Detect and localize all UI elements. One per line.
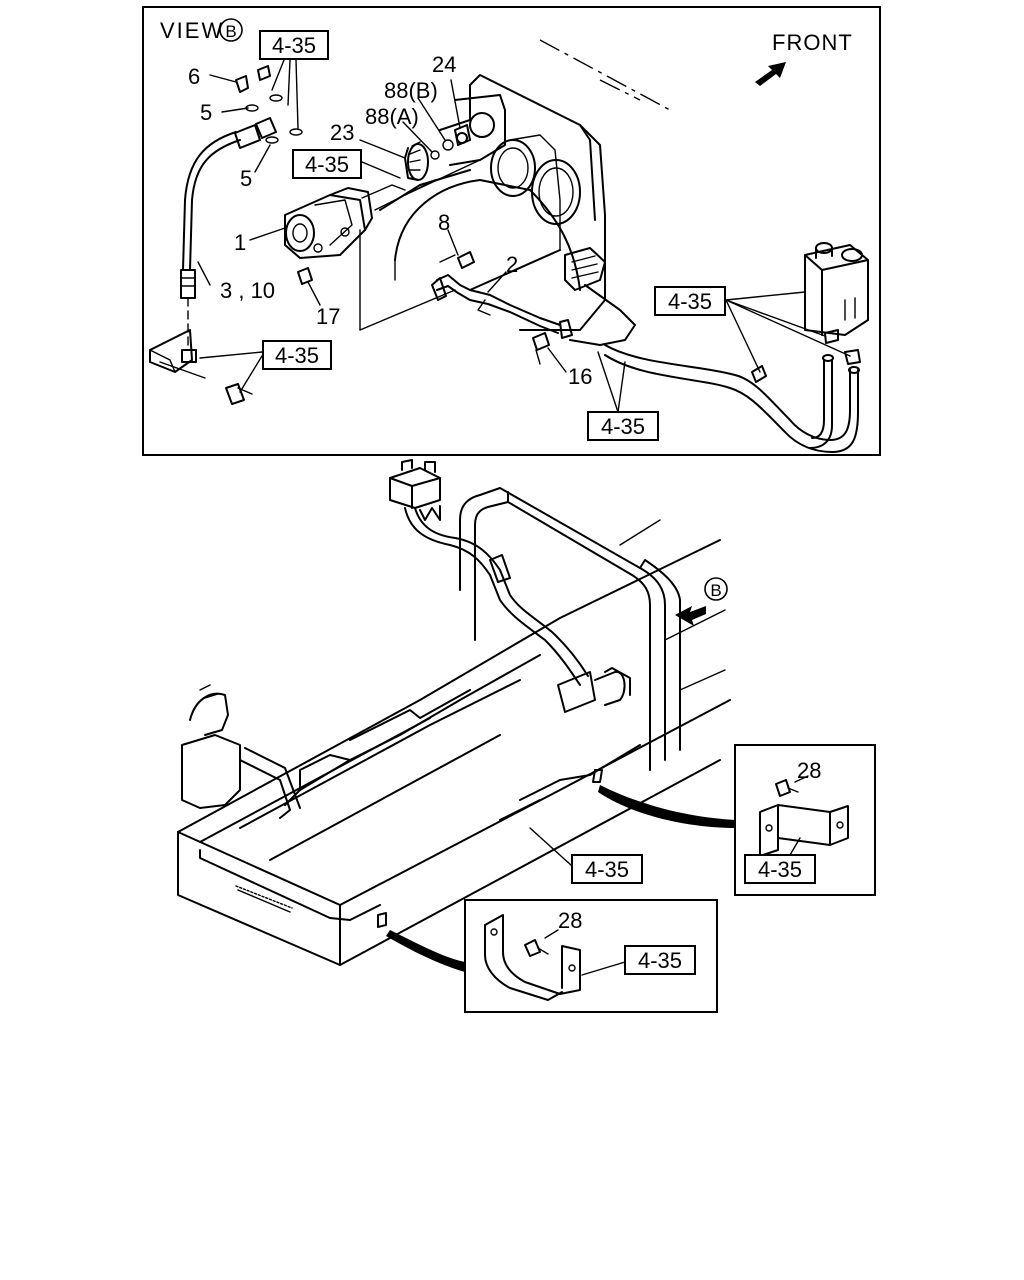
callout-8: 8 <box>438 210 450 235</box>
ref-box-line: 4-35 <box>587 411 659 441</box>
callout-88a: 88(A) <box>365 104 419 129</box>
callout-2: 2 <box>506 252 518 277</box>
view-letter: B <box>225 22 236 41</box>
callout-1: 1 <box>234 230 246 255</box>
gear-part <box>404 141 429 181</box>
detail-pointer-left <box>386 930 465 972</box>
power-steering-pump <box>284 184 406 259</box>
view-title: VIEW <box>160 18 224 43</box>
return-pipe <box>431 249 573 339</box>
callout-28-right: 28 <box>797 758 821 783</box>
steering-gear-box <box>181 684 301 819</box>
callout-3-10: 3 , 10 <box>220 278 275 303</box>
leader-lines <box>197 59 851 413</box>
callout-5-lower: 5 <box>240 166 252 191</box>
view-b-marker: B <box>710 581 721 600</box>
front-arrow-icon <box>755 62 786 86</box>
cab-support-frame <box>459 487 726 771</box>
pressure-hose <box>180 131 241 351</box>
callout-23: 23 <box>330 120 354 145</box>
ref-label: 4-35 <box>638 948 682 973</box>
chassis-view: B <box>177 459 735 972</box>
front-label: FRONT <box>772 30 853 55</box>
view-letter-badge: B <box>219 18 243 42</box>
ref-box-bracket: 4-35 <box>262 340 332 370</box>
detail-box-right: 28 4-35 <box>734 744 876 896</box>
ref-box-top-left: 4-35 <box>259 30 329 60</box>
callout-5-upper: 5 <box>200 100 212 125</box>
ref-box-frame: 4-35 <box>571 854 643 884</box>
ref-box-reservoir: 4-35 <box>654 286 726 316</box>
fluid-reservoir <box>804 242 869 336</box>
ref-label: 4-35 <box>601 414 645 439</box>
hose-bracket <box>149 329 253 405</box>
ref-box-gear: 4-35 <box>292 149 362 179</box>
detail-pointer-right <box>598 785 735 828</box>
ref-label: 4-35 <box>275 343 319 368</box>
view-b-panel: VIEW B FRONT <box>142 6 881 456</box>
callout-88b: 88(B) <box>384 78 438 103</box>
view-b-arrow-icon <box>675 606 706 626</box>
callout-24: 24 <box>432 52 456 77</box>
callout-28-lower: 28 <box>558 908 582 933</box>
fittings-cluster <box>234 65 303 149</box>
reservoir-line <box>604 344 860 453</box>
callout-17: 17 <box>316 304 340 329</box>
detail-box-lower: 28 4-35 <box>464 899 718 1013</box>
engine-block <box>379 74 636 346</box>
ref-label: 4-35 <box>272 33 316 58</box>
callout-16: 16 <box>568 364 592 389</box>
ref-label: 4-35 <box>758 857 802 882</box>
reservoir-overview <box>389 459 441 521</box>
chassis-frame <box>177 539 731 966</box>
ref-label: 4-35 <box>585 857 629 882</box>
view-b-pointer: B <box>675 577 728 626</box>
ref-label: 4-35 <box>305 152 349 177</box>
ref-label: 4-35 <box>668 289 712 314</box>
callout-6: 6 <box>188 64 200 89</box>
